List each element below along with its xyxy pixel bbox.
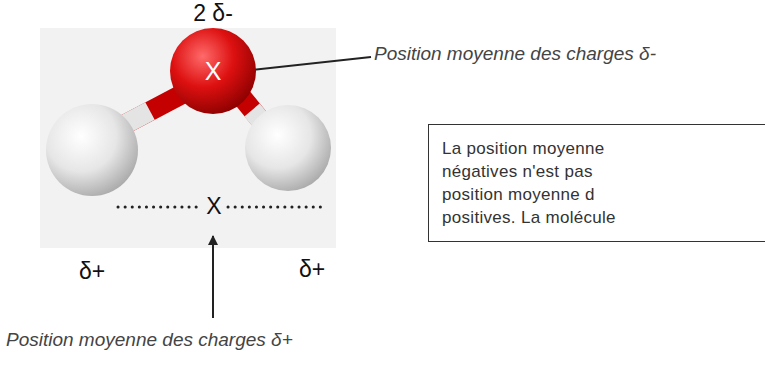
- charge-label: δ+: [79, 258, 105, 284]
- callout-label: Position moyenne des charges δ+: [6, 329, 293, 351]
- charge-label: δ+: [299, 256, 325, 282]
- note-box: La position moyennenégatives n'est paspo…: [428, 124, 765, 242]
- oxygen-atom: X: [169, 27, 257, 115]
- callout-label: Position moyenne des charges δ-: [374, 43, 656, 65]
- hydrogen-atom: [245, 105, 331, 191]
- dotted-line: [118, 206, 200, 209]
- charge-label: 2 δ-: [193, 0, 233, 26]
- note-text: positives. La molécule: [442, 206, 765, 229]
- hydrogen-atom: [46, 104, 138, 196]
- note-text: La position moyenne: [442, 137, 765, 160]
- note-text: négatives n'est pas: [442, 160, 765, 183]
- note-text: position moyenne d: [442, 183, 765, 206]
- dotted-line: [228, 206, 326, 209]
- pointer-arrow: [212, 236, 214, 318]
- center-mark: X: [203, 193, 224, 219]
- photo-ground: [40, 28, 336, 248]
- atom-mark: X: [205, 59, 222, 84]
